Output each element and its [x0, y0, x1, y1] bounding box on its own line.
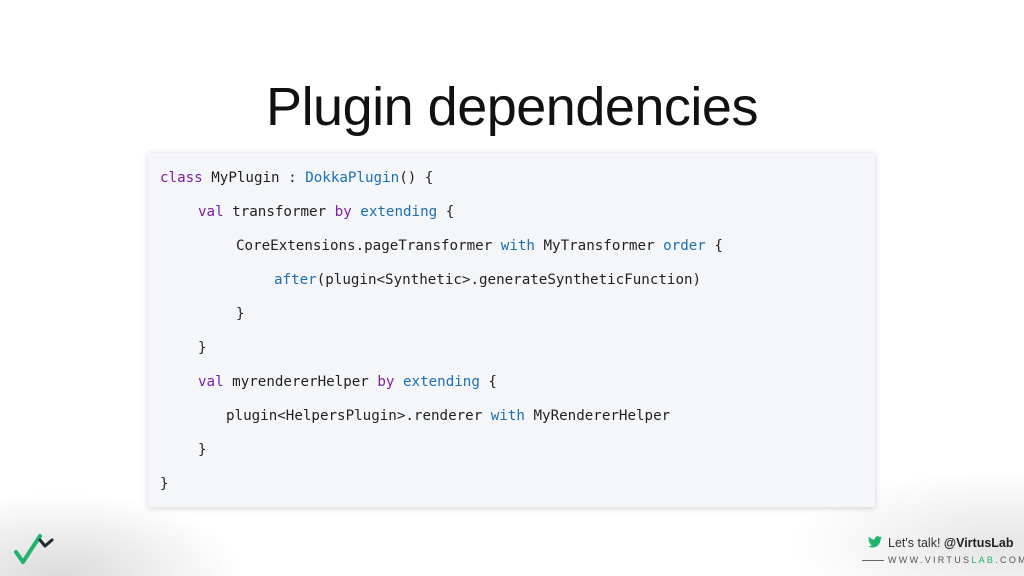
code-token: { [705, 238, 723, 254]
code-token: extending [403, 374, 480, 390]
code-token: { [437, 204, 455, 220]
code-token: { [479, 374, 497, 390]
code-token: MyTransformer [543, 238, 664, 254]
code-token: class [160, 170, 212, 186]
code-token: } [198, 442, 207, 458]
website-link[interactable]: WWW.VIRTUSLAB.COM [888, 555, 1024, 565]
code-token: with [490, 408, 534, 424]
twitter-handle-link[interactable]: @VirtusLab [943, 536, 1014, 550]
code-token: CoreExtensions.pageTransformer [236, 238, 501, 254]
code-token: () { [399, 170, 434, 186]
code-token: plugin<HelpersPlugin>.renderer [226, 408, 491, 424]
code-token: order [663, 238, 706, 254]
code-token: MyRendererHelper [533, 408, 671, 424]
code-token: after [274, 272, 317, 288]
code-line-9: } [198, 441, 207, 459]
code-line-6: } [198, 339, 207, 357]
code-token: val [198, 374, 233, 390]
code-token: with [500, 238, 544, 254]
code-line-8: plugin<HelpersPlugin>.renderer with MyRe… [226, 407, 670, 425]
site-suffix: .COM [995, 555, 1024, 565]
footer-contact: Let's talk! @VirtusLab [868, 536, 1014, 550]
code-line-1: class MyPlugin : DokkaPlugin() { [160, 169, 433, 187]
code-token: val [198, 204, 233, 220]
footer-cta: Let's talk! [888, 536, 944, 550]
site-prefix: WWW.VIRTUS [888, 555, 972, 565]
code-line-7: val myrendererHelper by extending { [198, 373, 497, 391]
code-token: DokkaPlugin [305, 170, 400, 186]
code-token: extending [360, 204, 438, 220]
code-token: MyPlugin : [211, 170, 306, 186]
code-token: } [198, 340, 207, 356]
code-block: class MyPlugin : DokkaPlugin() { val tra… [148, 153, 875, 507]
code-token: by [377, 374, 404, 390]
code-line-4: after(plugin<Synthetic>.generateSyntheti… [274, 271, 701, 289]
slide-title: Plugin dependencies [266, 77, 758, 137]
code-token: (plugin<Synthetic>.generateSyntheticFunc… [316, 272, 702, 288]
code-line-2: val transformer by extending { [198, 203, 454, 221]
code-line-3: CoreExtensions.pageTransformer with MyTr… [236, 237, 723, 255]
virtuslab-logo [14, 534, 54, 564]
code-token: myrendererHelper [232, 374, 378, 390]
code-token: transformer [232, 204, 335, 220]
twitter-bird-icon [868, 536, 882, 548]
footer-divider [862, 560, 884, 561]
code-line-10: } [160, 475, 169, 493]
code-token: } [160, 476, 169, 492]
site-accent: LAB [971, 555, 996, 565]
code-token: } [236, 306, 245, 322]
code-line-5: } [236, 305, 245, 323]
code-token: by [334, 204, 361, 220]
